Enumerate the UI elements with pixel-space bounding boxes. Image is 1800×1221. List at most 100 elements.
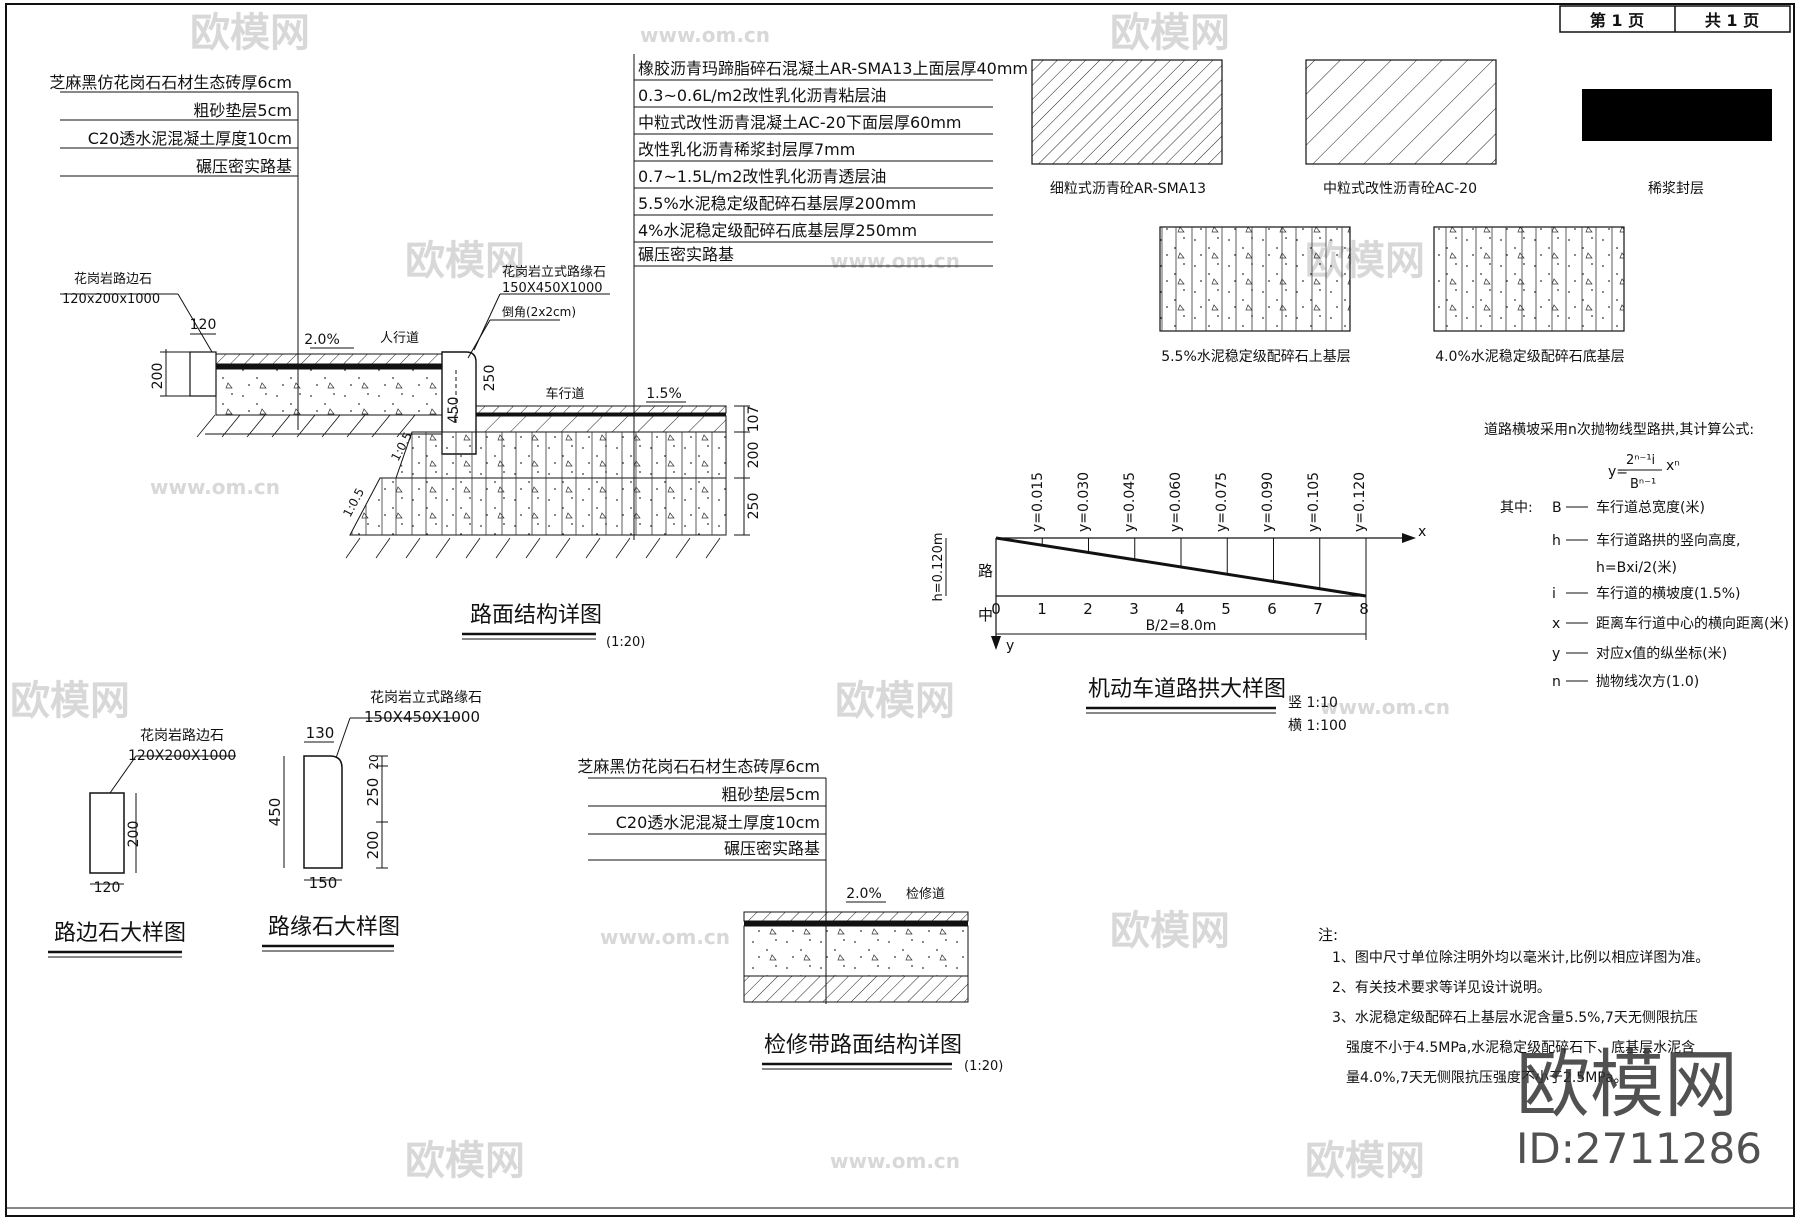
watermark-brand: 欧模网 [1110, 908, 1230, 954]
arch-b-label: B/2=8.0m [1146, 618, 1217, 634]
arch-road-label: 路 [978, 562, 993, 580]
curb-detail-name: 花岗岩立式路缘石 [370, 690, 482, 706]
arch-ordinates [1041, 538, 1367, 596]
maint-slope: 2.0% [846, 886, 882, 902]
crown-diagram: x y B/2=8.0m h=0.120m 路 中 y=0.015 y=0.03… [931, 472, 1426, 734]
maint-scale: (1:20) [964, 1059, 1003, 1074]
watermark-site: www.om.cn [600, 925, 730, 949]
arch-x-value: 8 [1359, 600, 1369, 618]
arch-x-value: 6 [1267, 600, 1277, 618]
arch-y-value: y=0.015 [1030, 472, 1046, 532]
legend-swatch-slurry [1582, 89, 1772, 141]
road-subbase-lines [350, 478, 726, 535]
arch-y-value: y=0.120 [1352, 472, 1368, 532]
watermark-site: www.om.cn [640, 23, 770, 47]
def-text: 车行道的横坡度(1.5%) [1596, 585, 1741, 602]
arch-station-labels: 0 1 2 3 4 5 6 7 8 [991, 600, 1369, 618]
road-layer-label: 4%水泥稳定级配碎石底基层厚250mm [638, 221, 917, 240]
watermark: 欧模网 欧模网 欧模网 欧模网 欧模网 欧模网 欧模网 欧模网 欧模网 www.… [10, 10, 1450, 1184]
curb-detail-size: 150X450X1000 [364, 708, 480, 726]
maint-subgrade [743, 975, 969, 1003]
road-sma-layer [475, 405, 727, 414]
sidewalk-layer-label: C20透水泥混凝土厚度10cm [88, 129, 292, 148]
road-subgrade-hatch [345, 537, 721, 559]
maint-label: 检修道 [906, 887, 945, 902]
road-layer-label: 5.5%水泥稳定级配碎石基层厚200mm [638, 194, 916, 213]
legend-label-base: 5.5%水泥稳定级配碎石上基层 [1161, 348, 1351, 365]
def-key: n [1552, 674, 1561, 690]
section-title: 路面结构详图 [470, 603, 602, 628]
dim-200b: 200 [746, 442, 762, 469]
watermark-brand-large: 欧模网 [1516, 1042, 1738, 1128]
watermark-site: www.om.cn [830, 249, 960, 273]
page-label: 第 1 页 [1590, 11, 1644, 30]
maint-layer-label: 粗砂垫层5cm [721, 785, 820, 804]
arch-scale-v: 竖 1:10 [1288, 695, 1338, 711]
note-line: 1、图中尺寸单位除注明外均以毫米计,比例以相应详图为准。 [1332, 949, 1709, 966]
road-layer-label: 橡胶沥青玛蹄脂碎石混凝土AR-SMA13上面层厚40mm [638, 59, 1028, 78]
formula-intro: 道路横坡采用n次抛物线型路拱,其计算公式: [1484, 422, 1754, 438]
watermark-brand: 欧模网 [1305, 1138, 1425, 1184]
edge-stone-label: 花岗岩路边石 [74, 271, 152, 287]
watermark-brand: 欧模网 [405, 1138, 525, 1184]
maint-layer-label: 芝麻黑仿花岗石石材生态砖厚6cm [577, 757, 820, 776]
arch-x-value: 7 [1313, 600, 1323, 618]
dim-200: 200 [150, 363, 166, 390]
arch-y-value: y=0.090 [1260, 472, 1276, 532]
curb-detail-title: 路缘石大样图 [268, 915, 400, 940]
edge-detail-width: 120 [94, 880, 121, 896]
legend-label-subbase: 4.0%水泥稳定级配碎石底基层 [1435, 348, 1625, 365]
note-line: 3、水泥稳定级配碎石上基层水泥含量5.5%,7天无侧限抗压 [1332, 1009, 1698, 1026]
def-key: x [1552, 616, 1560, 632]
legend-swatch-sma [1031, 59, 1223, 165]
road-layer-label: 碾压密实路基 [638, 245, 734, 264]
maint-concrete-layer [743, 925, 969, 977]
arch-y-value: y=0.105 [1306, 472, 1322, 532]
sidewalk-slope: 2.0% [304, 332, 340, 348]
road-slope: 1.5% [646, 386, 682, 402]
sidewalk-tile-layer [215, 353, 443, 365]
curb-detail-250: 250 [364, 778, 382, 807]
edge-detail-name: 花岗岩路边石 [140, 728, 224, 744]
maint-layer-label: C20透水泥混凝土厚度10cm [616, 813, 820, 832]
sidewalk-layer-callout: 芝麻黑仿花岗石石材生态砖厚6cm 粗砂垫层5cm C20透水泥混凝土厚度10cm… [49, 73, 299, 430]
def-text: 抛物线次方(1.0) [1596, 674, 1699, 690]
edge-detail-size: 120X200X1000 [128, 748, 236, 764]
road-slurry-layer [476, 413, 726, 416]
arch-center-label: 中 [978, 606, 993, 624]
legend-label-ac20: 中粒式改性沥青砼AC-20 [1323, 181, 1477, 197]
maint-layer-label: 碾压密实路基 [724, 839, 820, 858]
page-box: 第 1 页 共 1 页 [1559, 5, 1791, 33]
watermark-brand: 欧模网 [190, 10, 310, 56]
arch-x-value: 4 [1175, 600, 1185, 618]
def-text: 车行道路拱的竖向高度, [1596, 532, 1740, 549]
maintenance-strip: 芝麻黑仿花岗石石材生态砖厚6cm 粗砂垫层5cm C20透水泥混凝土厚度10cm… [577, 757, 1003, 1074]
arch-x-axis-label: x [1418, 524, 1426, 540]
arch-y-value: y=0.030 [1076, 472, 1092, 532]
note-line: 强度不小于4.5MPa,水泥稳定级配碎石下、底基层水泥含 [1346, 1039, 1695, 1056]
watermark-site: www.om.cn [150, 475, 280, 499]
watermark-brand: 欧模网 [10, 678, 130, 724]
arch-scale-h: 横 1:100 [1288, 718, 1347, 734]
curb-detail: 花岗岩立式路缘石 150X450X1000 130 150 450 20 250… [262, 690, 482, 952]
edge-stone [189, 351, 217, 397]
dim-120: 120 [190, 317, 217, 333]
edge-detail-title: 路边石大样图 [54, 921, 186, 946]
chamfer-label: 倒角(2x2cm) [502, 305, 576, 319]
road-ac20-layer [475, 415, 727, 433]
sidewalk-layer-label: 粗砂垫层5cm [193, 101, 292, 120]
dim-107: 107 [746, 406, 762, 433]
carriageway-label: 车行道 [545, 386, 584, 402]
curb-detail-top: 130 [306, 724, 335, 742]
road-layer-callout: 橡胶沥青玛蹄脂碎石混凝土AR-SMA13上面层厚40mm 0.3~0.6L/m2… [633, 54, 1028, 540]
def-text: h=Bxi/2(米) [1596, 560, 1677, 576]
permeable-concrete-layer [215, 368, 443, 416]
arch-y-value: y=0.045 [1122, 472, 1138, 532]
curb-detail-200: 200 [364, 831, 382, 860]
sidewalk-layer-label: 芝麻黑仿花岗石石材生态砖厚6cm [49, 73, 292, 92]
formula-denominator: Bⁿ⁻¹ [1630, 477, 1656, 492]
arch-title: 机动车道路拱大样图 [1088, 677, 1286, 702]
dim-250b: 250 [746, 493, 762, 520]
formula-where: 其中: [1500, 500, 1533, 516]
